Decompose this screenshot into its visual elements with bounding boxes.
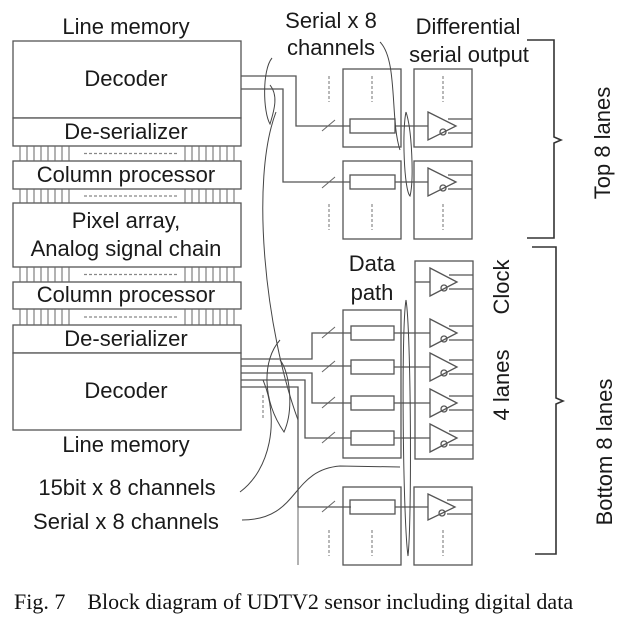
data-wire [241, 332, 351, 360]
data-lanes [321, 317, 473, 454]
figure-caption: Fig. 7 Block diagram of UDTV2 sensor inc… [14, 589, 573, 614]
data-path-register [350, 395, 395, 411]
data-path-box [342, 309, 402, 459]
data-wire [241, 372, 351, 404]
serial-x8-label-line1: Serial x 8 [285, 8, 377, 33]
bit15-leader-line [239, 379, 272, 493]
data-path-register [350, 430, 395, 446]
inverter-bubble [440, 405, 448, 413]
serial-leader-line [379, 41, 401, 151]
bottom-decoder-block [12, 352, 242, 431]
top-line-memory-label: Line memory [62, 14, 189, 39]
inverter-bubble [440, 335, 448, 343]
inverter-bubble [440, 369, 448, 377]
top-driver-box-1 [413, 68, 473, 148]
top-column-processor-label: Column processor [37, 162, 216, 187]
bottom-8-lanes-brace [532, 246, 566, 555]
bottom-lvds-driver-last [427, 492, 472, 522]
top-8-lanes-brace [527, 39, 564, 239]
bottom-serializer-register-last [349, 499, 396, 515]
top-serializer-box-2 [342, 160, 402, 240]
data-wire [241, 386, 351, 508]
top-deserializer-block [12, 117, 242, 147]
serial-x8-label-line2: channels [287, 35, 375, 60]
bundle-loop-marker [266, 339, 291, 434]
top-8-lanes-label: Top 8 lanes [590, 87, 615, 200]
lvds-driver [429, 387, 459, 419]
bottom-serializer-box-last [342, 486, 402, 566]
bottom-8-lanes-label: Bottom 8 lanes [592, 379, 617, 526]
lane-loop-marker [402, 299, 411, 557]
bus-slash [321, 119, 336, 132]
data-path-register [350, 325, 395, 341]
serial-leader-line [241, 465, 401, 521]
bus-slash [321, 176, 336, 189]
data-path-register [350, 359, 395, 375]
bottom-wires [241, 332, 351, 565]
data-wire [241, 379, 351, 439]
bottom-decoder-label: Decoder [84, 378, 167, 403]
bottom-driver-box-last [413, 486, 473, 566]
top-serializer-register-1 [349, 118, 396, 134]
data-path-label-line1: Data [349, 251, 396, 276]
differential-output [449, 430, 473, 446]
lane-loop-marker [403, 111, 413, 197]
top-driver-box-2 [413, 160, 473, 240]
top-serializer-box-1 [342, 68, 402, 148]
inverter-bubble [440, 440, 448, 448]
bottom-column-processor-block [12, 281, 242, 310]
top-serializer-register-2 [349, 174, 396, 190]
column-bus-lines [19, 146, 235, 325]
four-lanes-label: 4 lanes [489, 350, 514, 421]
differential-output-label-line1: Differential [416, 14, 521, 39]
top-decoder-label: Decoder [84, 66, 167, 91]
top-decoder-block [12, 40, 242, 119]
data-path-label-line2: path [351, 280, 394, 305]
top-serial-wire-1 [241, 75, 350, 127]
top-column-processor-block [12, 160, 242, 190]
differential-output [449, 395, 473, 411]
serial-channels-label: Serial x 8 channels [33, 509, 219, 534]
pixel-array-block [12, 202, 242, 268]
pixel-array-label-line1: Pixel array, [72, 208, 180, 233]
lvds-driver [429, 317, 459, 349]
lvds-driver [429, 351, 459, 383]
differential-output [449, 359, 473, 375]
bus-slash [321, 500, 336, 513]
bottom-deserializer-label: De-serializer [64, 326, 187, 351]
bundle-loop-marker [264, 57, 276, 126]
top-deserializer-label: De-serializer [64, 119, 187, 144]
differential-output [449, 325, 473, 341]
differential-output-label-line2: serial output [409, 42, 529, 67]
clock-lvds-driver [415, 266, 473, 298]
bottom-line-memory-label: Line memory [62, 432, 189, 457]
lvds-driver [429, 422, 459, 454]
top-lvds-driver-1 [427, 110, 472, 142]
bit15-channels-label: 15bit x 8 channels [38, 475, 215, 500]
top-lvds-driver-2 [427, 166, 472, 198]
bottom-column-processor-label: Column processor [37, 282, 216, 307]
clock-label: Clock [489, 258, 514, 314]
top-serial-wire-2 [241, 88, 350, 183]
pixel-array-label-line2: Analog signal chain [31, 236, 222, 261]
bottom-deserializer-block [12, 324, 242, 354]
leader-curve [262, 111, 299, 421]
